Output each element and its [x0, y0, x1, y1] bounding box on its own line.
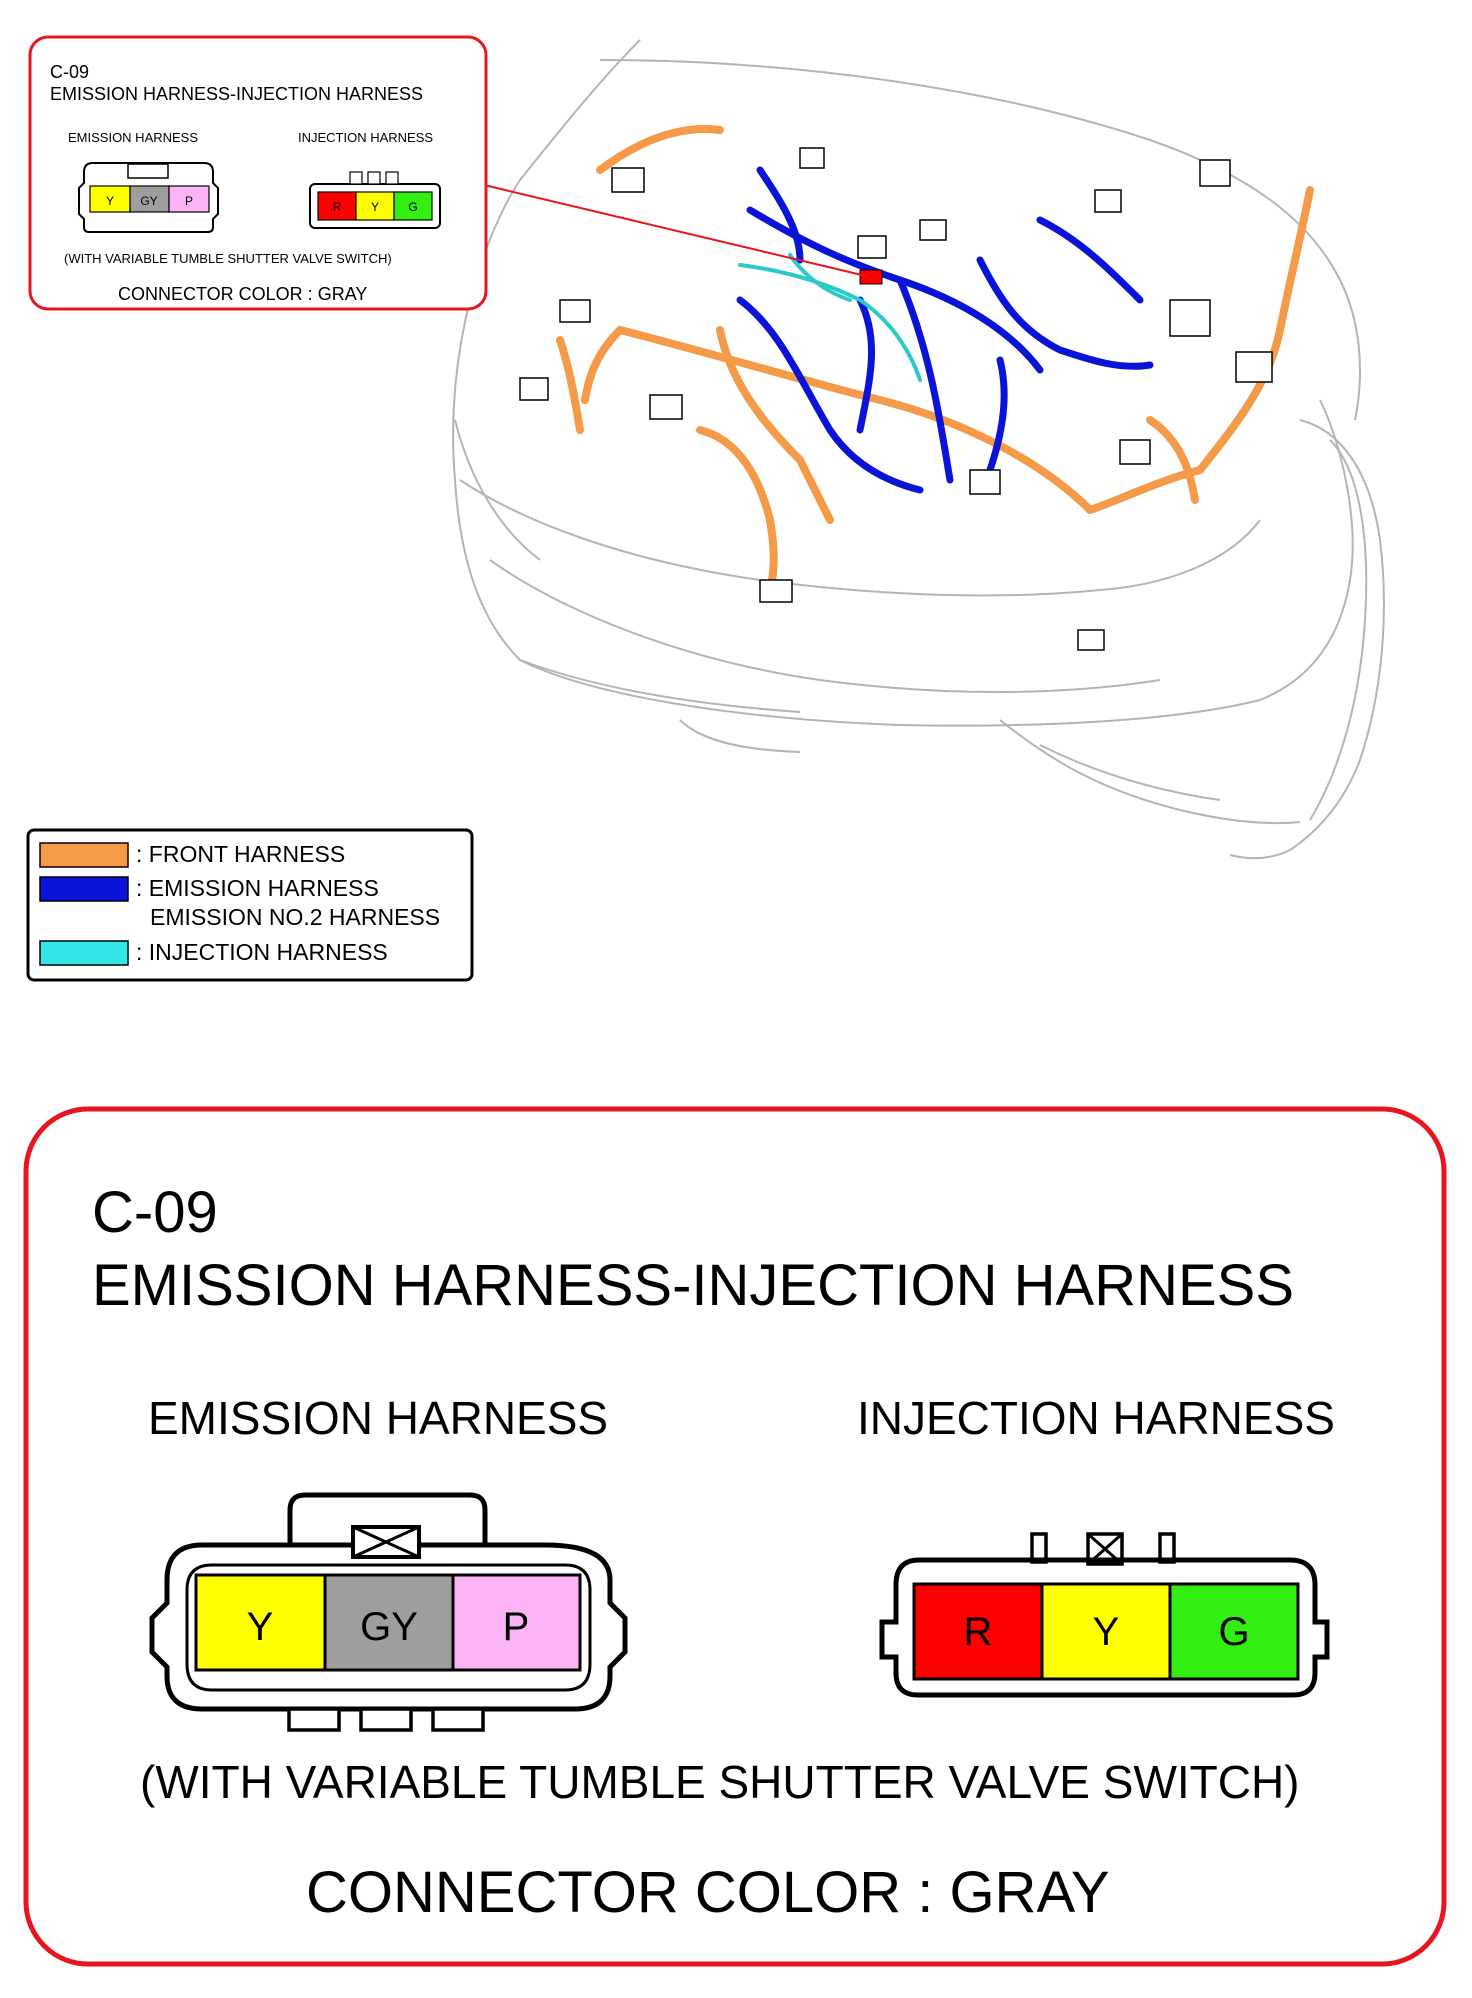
- emission-pin-gy: [323, 1573, 455, 1672]
- small-callout: C-09 EMISSION HARNESS-INJECTION HARNESS …: [28, 35, 488, 311]
- svg-text:GY: GY: [140, 194, 157, 208]
- injection-pin-r-label: R: [964, 1610, 993, 1654]
- small-callout-left-label: EMISSION HARNESS: [68, 130, 198, 145]
- emission-pin-y-label: Y: [247, 1605, 274, 1649]
- legend-frame: [26, 828, 474, 982]
- emission-harness-wires: [736, 166, 1154, 494]
- small-callout-frame: [28, 35, 488, 311]
- small-callout-note: (WITH VARIABLE TUMBLE SHUTTER VALVE SWIT…: [64, 251, 392, 266]
- detail-code: C-09: [92, 1180, 218, 1245]
- legend-swatch-front-harness: [39, 842, 129, 868]
- small-emission-connector: Y GY P: [78, 162, 219, 233]
- small-callout-right-label: INJECTION HARNESS: [298, 130, 433, 145]
- legend-label-emission-harness: : EMISSION HARNESS: [136, 875, 379, 901]
- injection-pin-y-label: Y: [1093, 1610, 1120, 1654]
- detail-panel: C-09 EMISSION HARNESS-INJECTION HARNESS …: [23, 1106, 1447, 1967]
- injection-pin-g: [1168, 1582, 1300, 1681]
- legend-swatch-emission-harness: [39, 876, 129, 902]
- emission-pin-p-label: P: [503, 1605, 530, 1649]
- injection-pin-g-label: G: [1218, 1610, 1249, 1654]
- small-callout-connector-color: CONNECTOR COLOR : GRAY: [118, 284, 367, 304]
- car-outline: [452, 39, 1385, 860]
- emission-pin-y: [194, 1573, 327, 1672]
- injection-pin-y: [1040, 1582, 1172, 1681]
- detail-injection-label: INJECTION HARNESS: [857, 1392, 1335, 1444]
- detail-connector-color: CONNECTOR COLOR : GRAY: [306, 1860, 1110, 1925]
- detail-emission-label: EMISSION HARNESS: [148, 1392, 608, 1444]
- svg-text:Y: Y: [371, 200, 379, 214]
- detail-frame: [23, 1106, 1447, 1967]
- legend-label-emission-no2-harness: EMISSION NO.2 HARNESS: [150, 904, 440, 930]
- small-callout-code: C-09: [50, 62, 89, 82]
- emission-latch-icon: [351, 1525, 421, 1559]
- svg-text:R: R: [333, 200, 342, 214]
- detail-note: (WITH VARIABLE TUMBLE SHUTTER VALVE SWIT…: [140, 1756, 1300, 1808]
- small-callout-title: EMISSION HARNESS-INJECTION HARNESS: [50, 84, 423, 104]
- highlighted-connector-c09: [859, 269, 883, 285]
- front-harness-wires: [556, 125, 1314, 594]
- small-injection-connector: R Y G: [309, 171, 441, 229]
- harness-legend: : FRONT HARNESS : EMISSION HARNESS EMISS…: [26, 828, 474, 982]
- injection-harness-wires: [738, 253, 922, 382]
- svg-text:Y: Y: [106, 194, 114, 208]
- legend-label-injection-harness: : INJECTION HARNESS: [136, 939, 388, 965]
- emission-pin-gy-label: GY: [360, 1605, 418, 1649]
- svg-text:P: P: [185, 194, 193, 208]
- connector-blocks: [519, 147, 1273, 651]
- detail-title: EMISSION HARNESS-INJECTION HARNESS: [92, 1253, 1294, 1318]
- svg-text:G: G: [408, 200, 417, 214]
- callout-pointer-line: [483, 184, 867, 277]
- emission-connector: Y GY P: [149, 1492, 628, 1732]
- emission-pin-p: [451, 1573, 582, 1672]
- legend-label-front-harness: : FRONT HARNESS: [136, 841, 345, 867]
- legend-swatch-injection-harness: [39, 940, 129, 966]
- injection-connector: R Y G: [879, 1532, 1330, 1698]
